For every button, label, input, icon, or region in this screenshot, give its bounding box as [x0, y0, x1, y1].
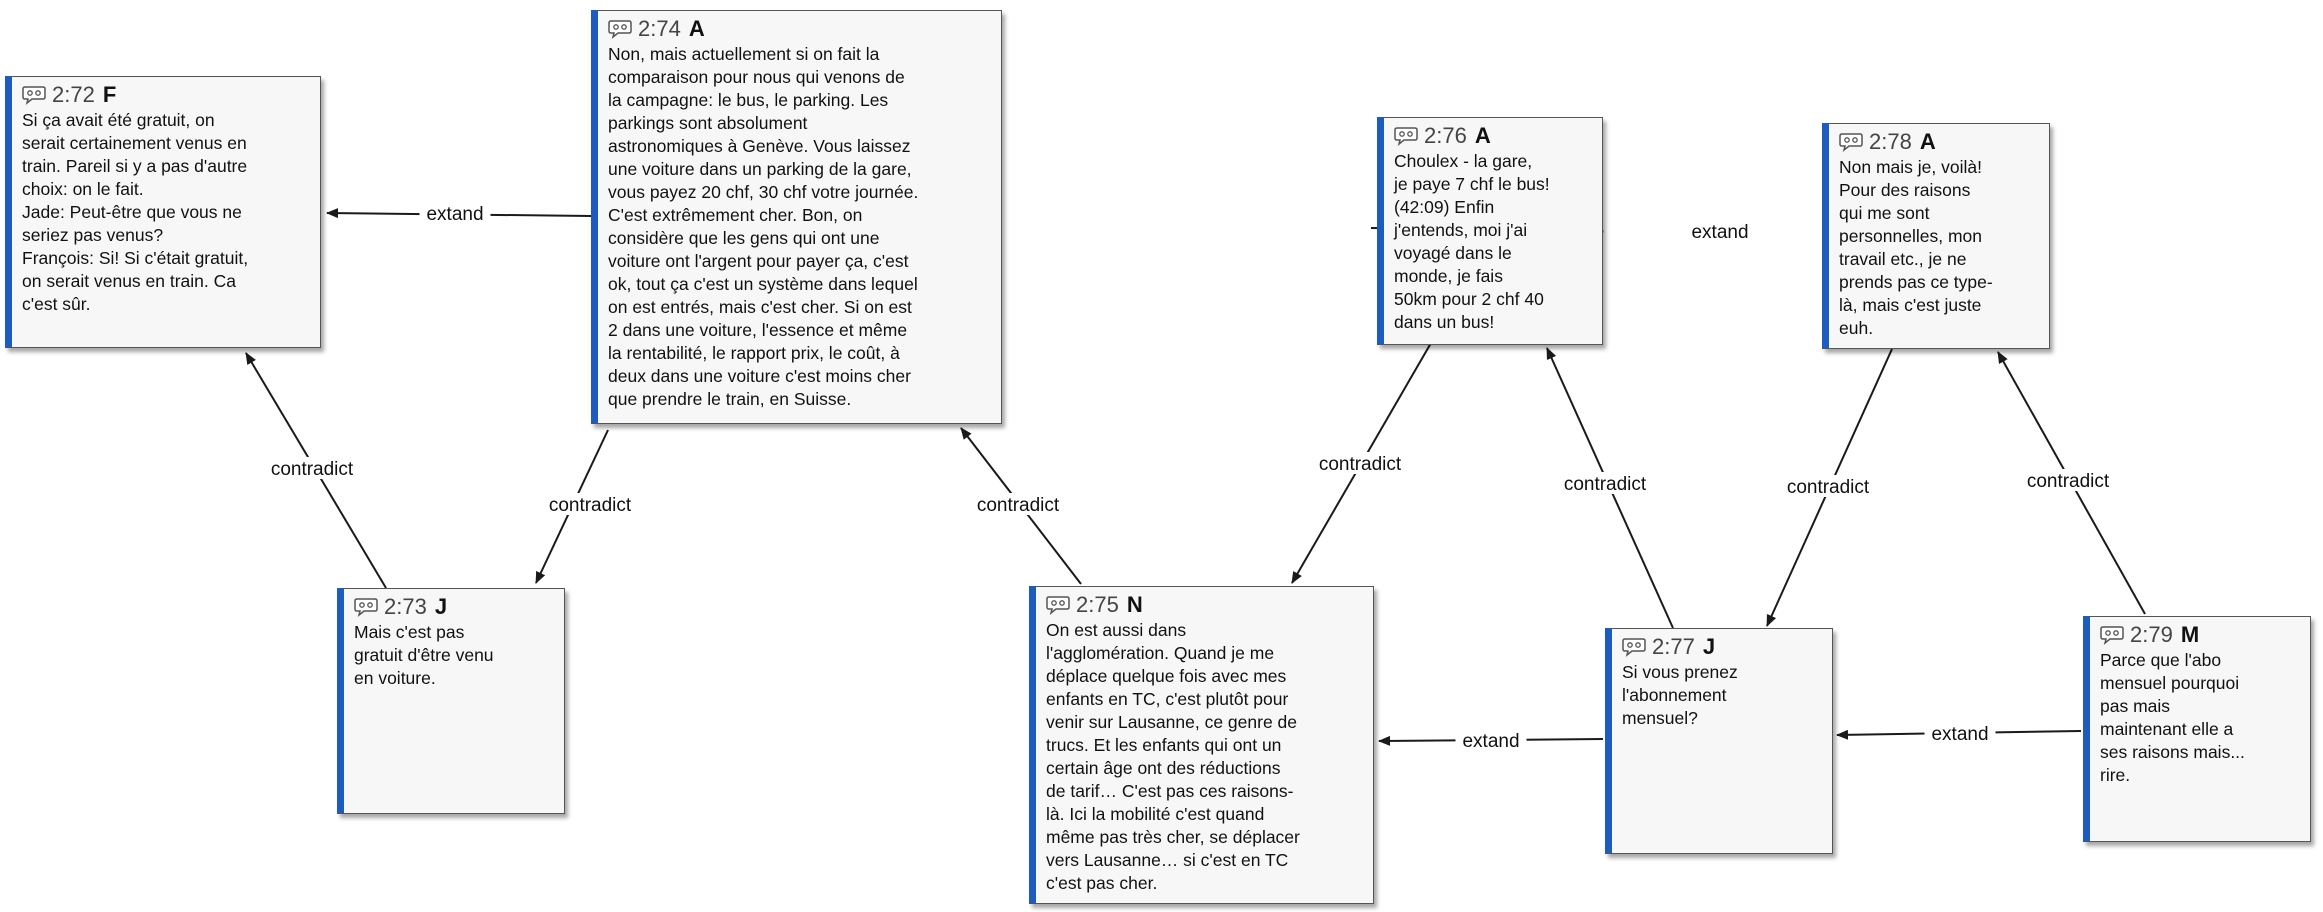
node-speaker: F: [102, 82, 117, 107]
node-quotation-text: Si vous prenez l'abonnement mensuel?: [1622, 662, 1738, 728]
edge-label-background: [1924, 722, 1996, 744]
node-header: 2:74 A: [608, 15, 993, 43]
quotation-node-n276[interactable]: 2:76 A Choulex - la gare, je paye 7 chf le…: [1377, 117, 1603, 345]
edge-label: extand: [1931, 724, 1988, 745]
edge-label-background: [1771, 475, 1885, 497]
node-quotation-text: Si ça avait été gratuit, on serait certa…: [22, 110, 249, 314]
edge-label: contradict: [1319, 454, 1402, 475]
node-quotation-text: Mais c'est pas gratuit d'être venu en vo…: [354, 622, 494, 688]
node-quotation-text: Parce que l'abo mensuel pourquoi pas mai…: [2100, 650, 2245, 785]
speech-bubble-icon: [354, 598, 378, 617]
node-quotation-id: 2:77: [1652, 634, 1695, 659]
node-quotation-id: 2:79: [2130, 622, 2173, 647]
node-speaker: A: [1474, 123, 1491, 148]
edge-label-background: [1303, 452, 1417, 474]
edge-label-background: [419, 202, 491, 224]
node-header: 2:77 J: [1622, 633, 1824, 661]
node-speaker: M: [2180, 622, 2200, 647]
node-header: 2:73 J: [354, 593, 556, 621]
node-quotation-text: Choulex - la gare, je paye 7 chf le bus!…: [1394, 151, 1550, 332]
node-quotation-text: On est aussi dans l'agglomération. Quand…: [1046, 620, 1300, 893]
edge-label: contradict: [271, 459, 354, 480]
edge-label: contradict: [1564, 474, 1647, 495]
edge-label-background: [1548, 472, 1662, 494]
node-speaker: A: [688, 16, 705, 41]
node-header: 2:75 N: [1046, 591, 1365, 619]
quotation-node-n275[interactable]: 2:75 N On est aussi dans l'agglomération. …: [1029, 586, 1374, 904]
speech-bubble-icon: [2100, 626, 2124, 645]
node-quotation-id: 2:72: [52, 82, 95, 107]
speech-bubble-icon: [1394, 127, 1418, 146]
quotation-node-n278[interactable]: 2:78 A Non mais je, voilà! Pour des raison…: [1822, 123, 2050, 349]
edge-label: contradict: [2027, 471, 2110, 492]
speech-bubble-icon: [1622, 638, 1646, 657]
node-speaker: N: [1126, 592, 1143, 617]
speech-bubble-icon: [1046, 596, 1070, 615]
node-header: 2:72 F: [22, 81, 312, 109]
speech-bubble-icon: [608, 20, 632, 39]
node-speaker: J: [1702, 634, 1716, 659]
edge-label: extand: [1691, 222, 1748, 243]
node-header: 2:76 A: [1394, 122, 1594, 150]
quotation-node-n274[interactable]: 2:74 A Non, mais actuellement si on fait l…: [591, 10, 1002, 424]
edge-label: contradict: [549, 495, 632, 516]
speech-bubble-icon: [22, 86, 46, 105]
edge-label-background: [255, 457, 369, 479]
quotation-node-n277[interactable]: 2:77 J Si vous prenez l'abonnement mensuel…: [1605, 628, 1833, 854]
node-header: 2:78 A: [1839, 128, 2041, 156]
node-quotation-text: Non mais je, voilà! Pour des raisons qui…: [1839, 157, 1993, 338]
edge-label: contradict: [1787, 477, 1870, 498]
node-speaker: A: [1919, 129, 1936, 154]
node-quotation-id: 2:74: [638, 16, 681, 41]
edge-label-background: [1455, 729, 1527, 751]
edge-label: extand: [426, 204, 483, 225]
edge-label-background: [2011, 469, 2125, 491]
edge-label-background: [961, 493, 1075, 515]
quotation-node-n272[interactable]: 2:72 F Si ça avait été gratuit, on serait …: [5, 76, 321, 348]
node-quotation-id: 2:73: [384, 594, 427, 619]
node-speaker: J: [434, 594, 448, 619]
quotation-node-n273[interactable]: 2:73 J Mais c'est pas gratuit d'être venu …: [337, 588, 565, 814]
edge-label: contradict: [977, 495, 1060, 516]
quotation-node-n279[interactable]: 2:79 M Parce que l'abo mensuel pourquoi pa…: [2083, 616, 2311, 842]
node-quotation-text: Non, mais actuellement si on fait la com…: [608, 44, 919, 409]
edge-label-background: [1684, 220, 1756, 242]
node-quotation-id: 2:75: [1076, 592, 1119, 617]
node-header: 2:79 M: [2100, 621, 2302, 649]
edge-label: extand: [1462, 731, 1519, 752]
node-quotation-id: 2:78: [1869, 129, 1912, 154]
node-quotation-id: 2:76: [1424, 123, 1467, 148]
speech-bubble-icon: [1839, 133, 1863, 152]
edge-label-background: [533, 493, 647, 515]
